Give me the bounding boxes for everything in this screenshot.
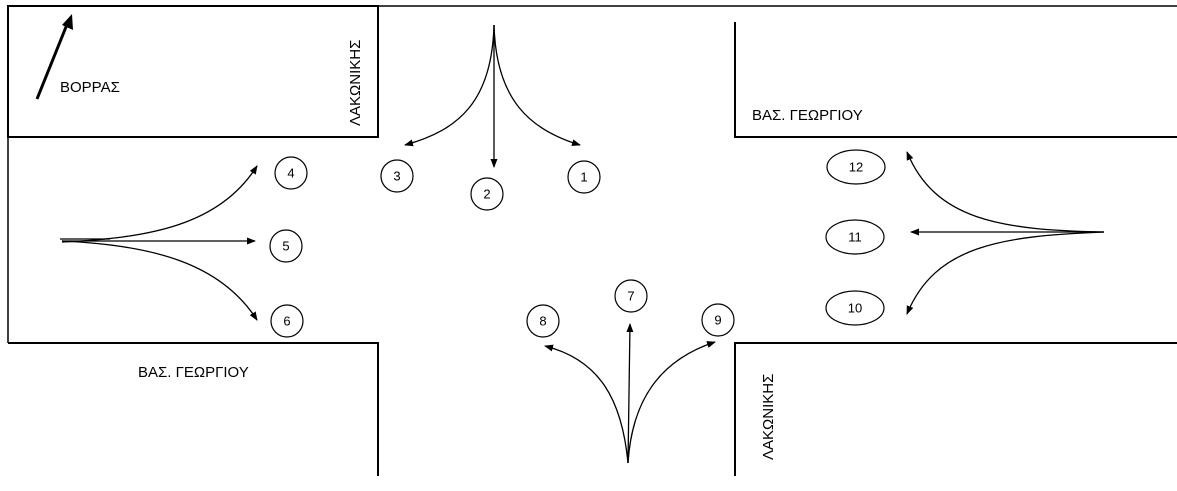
movement-marker-1: 1 bbox=[567, 160, 601, 194]
movement-arrow-6 bbox=[61, 240, 258, 321]
movement-arrow-7 bbox=[626, 323, 634, 464]
svg-text:4: 4 bbox=[287, 166, 294, 181]
movement-marker-8: 8 bbox=[526, 304, 560, 338]
svg-text:1: 1 bbox=[580, 170, 587, 185]
svg-text:9: 9 bbox=[714, 313, 721, 328]
movement-arrow-10 bbox=[906, 231, 1105, 315]
block-bottom-right bbox=[734, 342, 1177, 476]
movement-marker-11: 11 bbox=[825, 219, 885, 255]
svg-text:8: 8 bbox=[539, 314, 546, 329]
block-bottom-left bbox=[8, 342, 379, 476]
street-label-lakonikis-top: ΛΑΚΩΝΙΚΗΣ bbox=[347, 40, 364, 126]
movement-marker-5: 5 bbox=[269, 229, 303, 263]
movement-marker-6: 6 bbox=[270, 304, 304, 338]
movement-marker-7: 7 bbox=[614, 279, 648, 313]
movement-arrow-9 bbox=[627, 341, 716, 464]
north-arrow bbox=[35, 14, 73, 100]
movement-arrow-3 bbox=[404, 24, 495, 147]
movement-arrow-1 bbox=[493, 24, 581, 147]
movement-arrow-8 bbox=[544, 344, 629, 464]
svg-text:7: 7 bbox=[627, 289, 634, 304]
movement-marker-4: 4 bbox=[274, 156, 308, 190]
svg-text:11: 11 bbox=[848, 230, 862, 245]
block-top-right bbox=[734, 22, 1177, 138]
movement-marker-3: 3 bbox=[380, 159, 414, 193]
movement-arrow-4 bbox=[61, 165, 258, 243]
svg-text:5: 5 bbox=[282, 239, 289, 254]
svg-text:2: 2 bbox=[483, 187, 490, 202]
block-top-left bbox=[7, 5, 379, 138]
svg-text:3: 3 bbox=[393, 169, 400, 184]
svg-text:10: 10 bbox=[848, 301, 862, 316]
movement-marker-12: 12 bbox=[826, 149, 886, 185]
svg-text:6: 6 bbox=[283, 314, 290, 329]
north-label: ΒΟΡΡΑΣ bbox=[60, 79, 120, 96]
street-label-vas-georgiou-top: ΒΑΣ. ΓΕΩΡΓΙΟΥ bbox=[752, 107, 863, 124]
street-label-lakonikis-bottom: ΛΑΚΩΝΙΚΗΣ bbox=[760, 374, 777, 460]
movement-arrow-12 bbox=[906, 151, 1105, 233]
movement-marker-2: 2 bbox=[470, 177, 504, 211]
svg-text:12: 12 bbox=[849, 160, 863, 175]
movement-marker-10: 10 bbox=[825, 290, 885, 326]
street-label-vas-georgiou-bottom: ΒΑΣ. ΓΕΩΡΓΙΟΥ bbox=[138, 364, 249, 381]
movement-marker-9: 9 bbox=[701, 303, 735, 337]
